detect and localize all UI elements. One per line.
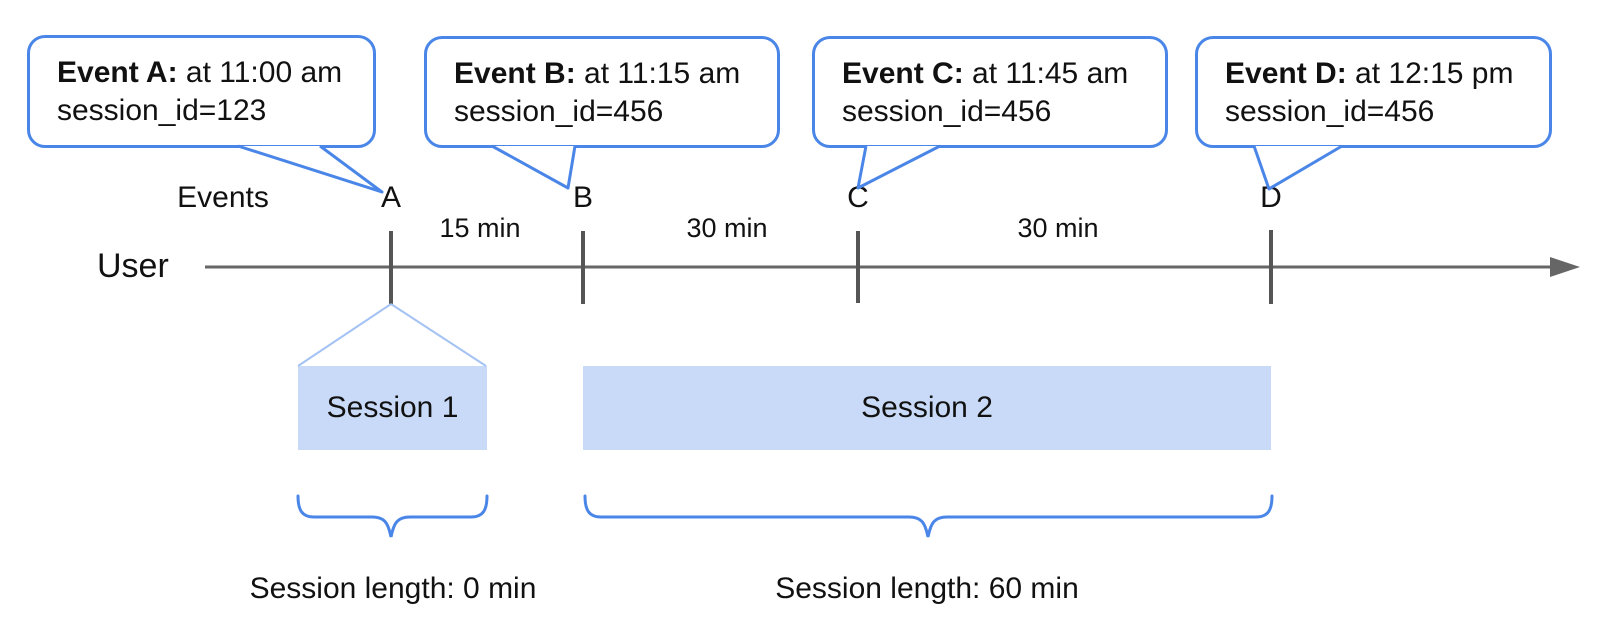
- event-b-callout-line1: Event B: at 11:15 am: [454, 55, 777, 93]
- event-b-callout-tail: [491, 144, 577, 190]
- session-2-label: Session 2: [861, 391, 993, 424]
- session-1-funnel-lines: [297, 303, 487, 367]
- event-b-callout: Event B: at 11:15 am session_id=456: [424, 36, 780, 148]
- session-1-box: Session 1: [298, 366, 487, 450]
- event-a-callout-time: at 11:00 am: [185, 56, 343, 89]
- event-letter-c: C: [847, 181, 869, 214]
- event-a-callout-line1: Event A: at 11:00 am: [57, 54, 373, 92]
- session-2-length-label: Session length: 60 min: [775, 572, 1079, 605]
- event-a-callout-session: session_id=123: [57, 94, 267, 127]
- events-axis-label: Events: [177, 181, 269, 214]
- event-c-callout-line1: Event C: at 11:45 am: [842, 55, 1165, 93]
- event-letter-a: A: [380, 181, 402, 214]
- session-1-brace: [296, 494, 489, 538]
- event-d-callout-session: session_id=456: [1225, 95, 1435, 128]
- event-c-callout: Event C: at 11:45 am session_id=456: [812, 36, 1168, 148]
- session-2-box: Session 2: [583, 366, 1271, 450]
- event-letter-b: B: [572, 181, 594, 214]
- event-b-callout-time: at 11:15 am: [584, 57, 741, 90]
- event-c-callout-time: at 11:45 am: [972, 57, 1129, 90]
- event-c-callout-title: Event C:: [842, 57, 964, 90]
- event-a-callout: Event A: at 11:00 am session_id=123: [27, 35, 376, 148]
- session-1-label: Session 1: [326, 391, 459, 424]
- session-1-length-label: Session length: 0 min: [249, 572, 537, 605]
- user-axis-label: User: [97, 247, 169, 285]
- event-b-callout-title: Event B:: [454, 57, 576, 90]
- event-d-callout-line1: Event D: at 12:15 pm: [1225, 55, 1549, 93]
- event-c-callout-session: session_id=456: [842, 95, 1052, 128]
- event-letter-d: D: [1260, 181, 1282, 214]
- interval-label-c-d: 30 min: [1017, 213, 1099, 243]
- event-c-callout-tail: [856, 144, 941, 190]
- interval-label-b-c: 30 min: [686, 213, 768, 243]
- event-d-callout: Event D: at 12:15 pm session_id=456: [1195, 36, 1552, 148]
- interval-label-a-b: 15 min: [439, 213, 521, 243]
- session-2-brace: [583, 494, 1274, 538]
- event-d-callout-time: at 12:15 pm: [1355, 57, 1514, 90]
- timeline-arrowhead-icon: [1550, 257, 1580, 277]
- event-a-callout-title: Event A:: [57, 56, 178, 89]
- event-b-callout-session: session_id=456: [454, 95, 664, 128]
- event-d-callout-title: Event D:: [1225, 57, 1347, 90]
